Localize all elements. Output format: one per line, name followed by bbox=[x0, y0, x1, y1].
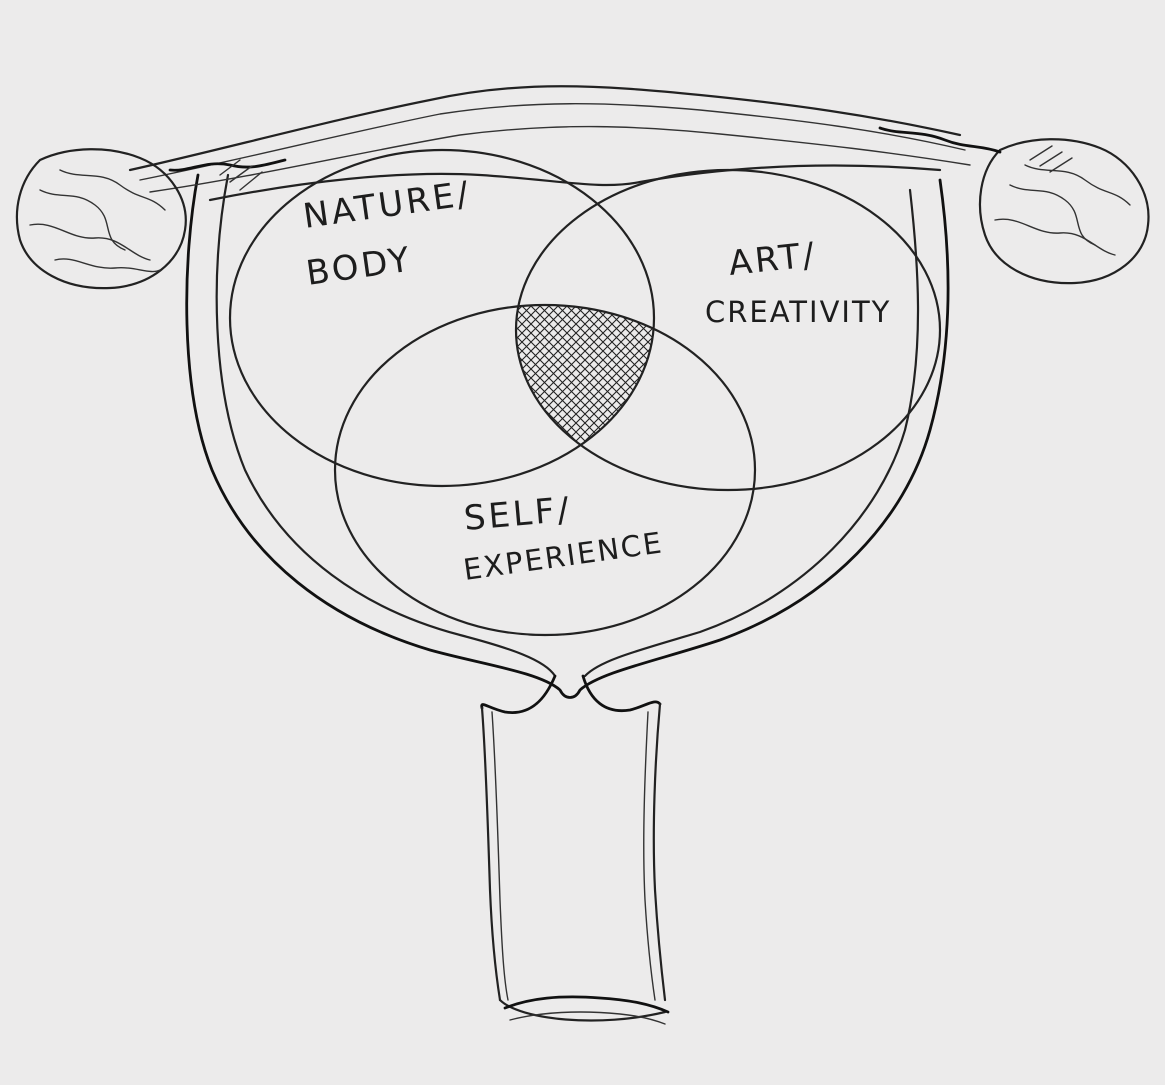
self-experience-label-line1: SELF/ bbox=[462, 490, 573, 539]
right-ovary bbox=[880, 128, 1148, 283]
art-creativity-label-line1: ART/ bbox=[727, 235, 819, 284]
vaginal-canal bbox=[482, 704, 668, 1024]
art-creativity-label-line2: CREATIVITY bbox=[705, 295, 891, 329]
